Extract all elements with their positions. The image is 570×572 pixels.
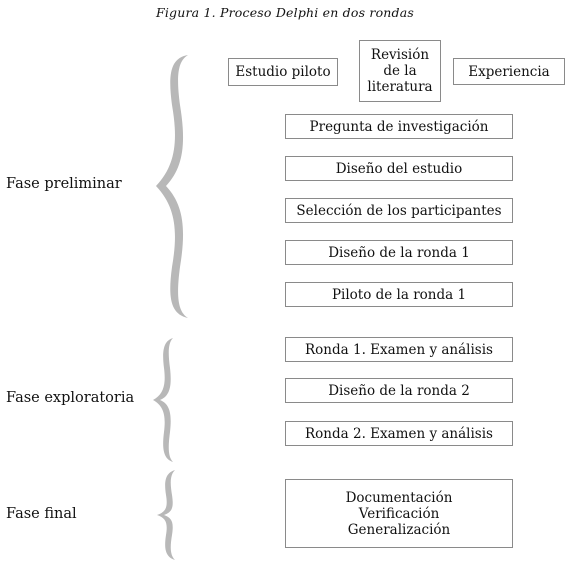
review-line-2: de la	[383, 63, 417, 79]
brace-preliminary	[156, 55, 188, 318]
phase-label-final: Fase final	[6, 506, 77, 522]
brace-exploratory	[153, 338, 173, 462]
review-line-1: Revisión	[370, 47, 430, 63]
step-round2-analysis: Ronda 2. Examen y análisis	[285, 421, 513, 446]
phase-label-preliminary: Fase preliminar	[6, 176, 122, 192]
brace-final	[157, 470, 175, 560]
step-round2-design: Diseño de la ronda 2	[285, 378, 513, 403]
step-round1-design: Diseño de la ronda 1	[285, 240, 513, 265]
box-pilot-study: Estudio piloto	[228, 58, 338, 86]
step-round1-pilot: Piloto de la ronda 1	[285, 282, 513, 307]
step-research-question: Pregunta de investigación	[285, 114, 513, 139]
review-line-3: literatura	[367, 79, 433, 95]
final-line-verification: Verificación	[358, 505, 440, 522]
final-line-generalization: Generalización	[347, 521, 451, 538]
step-study-design: Diseño del estudio	[285, 156, 513, 181]
step-participant-selection: Selección de los participantes	[285, 198, 513, 223]
figure-caption: Figura 1. Proceso Delphi en dos rondas	[155, 5, 415, 20]
final-line-documentation: Documentación	[345, 489, 453, 506]
box-experience: Experiencia	[453, 58, 565, 85]
box-literature-review: Revisión de la literatura	[359, 40, 441, 102]
phase-label-exploratory: Fase exploratoria	[6, 390, 135, 406]
box-final-outputs: Documentación Verificación Generalizació…	[285, 479, 513, 548]
step-round1-analysis: Ronda 1. Examen y análisis	[285, 337, 513, 362]
